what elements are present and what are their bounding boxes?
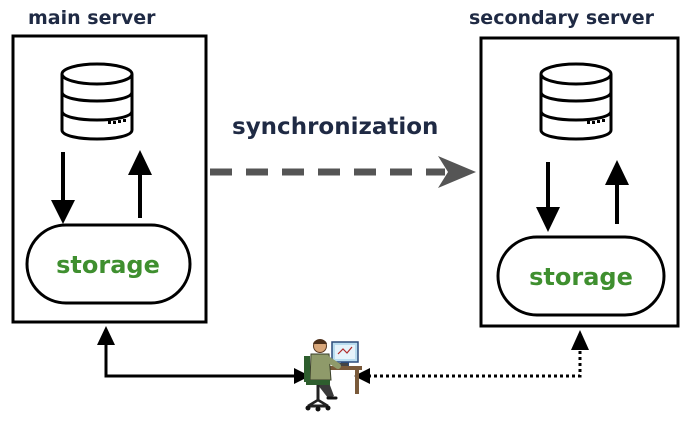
secondary-storage-box bbox=[496, 235, 666, 317]
main-server-title: main server bbox=[28, 7, 156, 29]
main-storage-box bbox=[25, 223, 192, 305]
synchronization-label: synchronization bbox=[232, 114, 438, 140]
main-server-box bbox=[11, 34, 208, 324]
synchronization-arrow bbox=[210, 156, 476, 188]
secondary-server-box bbox=[479, 36, 680, 328]
secondary-storage-label: storage bbox=[529, 263, 633, 291]
secondary-server-title: secondary server bbox=[469, 7, 655, 29]
secondary-read-arrow bbox=[605, 160, 629, 224]
user-at-computer-icon bbox=[304, 339, 362, 412]
user-to-main-connection bbox=[97, 326, 310, 384]
database-icon bbox=[60, 62, 134, 141]
main-read-arrow bbox=[128, 150, 152, 218]
secondary-write-arrow bbox=[536, 162, 560, 232]
user-to-secondary-connection bbox=[354, 330, 589, 384]
main-write-arrow bbox=[51, 152, 75, 224]
database-icon bbox=[539, 62, 613, 141]
main-storage-label: storage bbox=[56, 251, 160, 279]
